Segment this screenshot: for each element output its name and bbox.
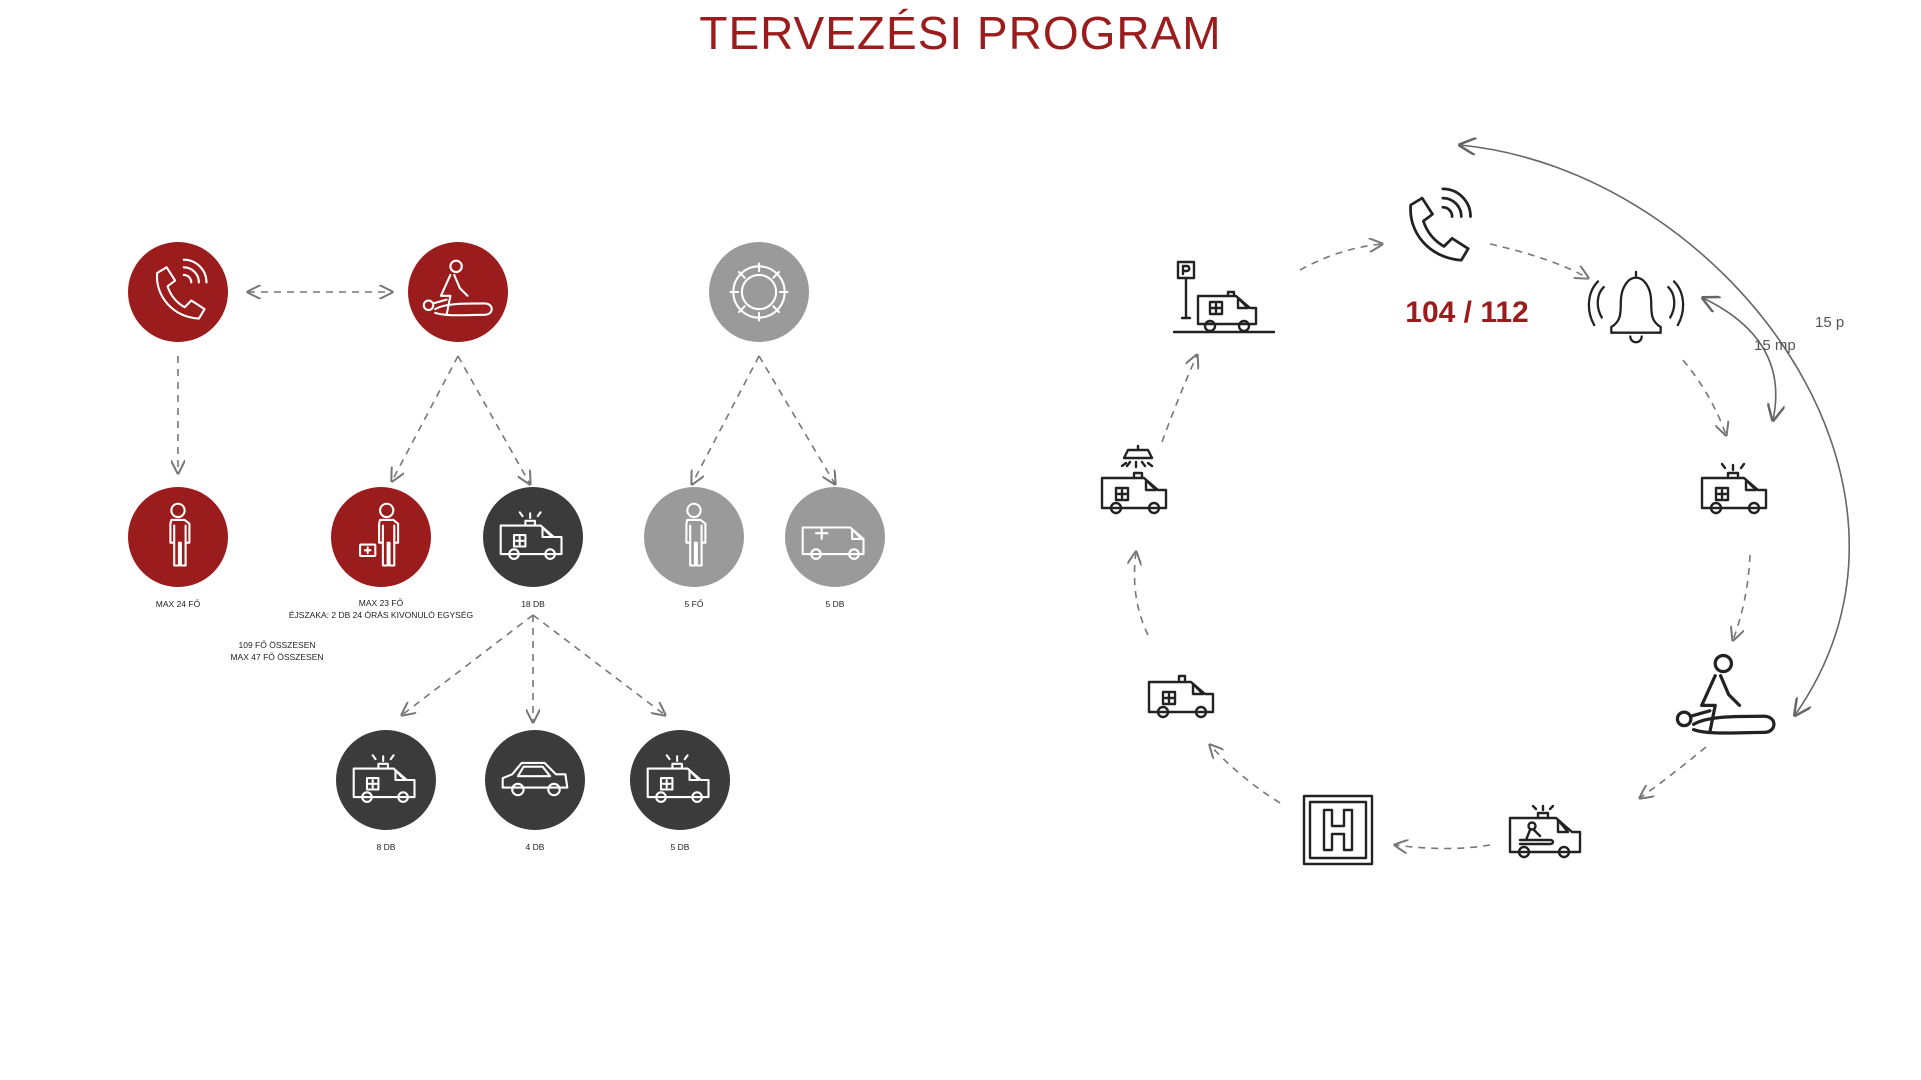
caption-cars: 4 DB — [526, 842, 545, 852]
cycle-hospital-ambulance — [1210, 745, 1281, 804]
left-connectors — [178, 292, 835, 722]
caption-ambulance-type-2: 5 DB — [671, 842, 690, 852]
node-circle — [331, 487, 431, 587]
node-circle — [644, 487, 744, 587]
caption-total-staff: 109 FŐ ÖSSZESEN — [239, 640, 316, 650]
page-title: TERVEZÉSI PROGRAM — [699, 7, 1222, 59]
node-circle — [128, 487, 228, 587]
caption-medic-staff: MAX 23 FŐ — [359, 598, 404, 608]
ambulance-parking-icon — [1172, 260, 1276, 334]
ambulance-siren-icon — [1700, 462, 1768, 515]
connector-gear-staff — [692, 355, 760, 484]
caption-ambulance-type-1: 8 DB — [377, 842, 396, 852]
connector-gear-vans — [758, 355, 835, 484]
cycle-parking-phone — [1299, 244, 1382, 271]
node-circle — [785, 487, 885, 587]
node-circle — [485, 730, 585, 830]
cpr-icon — [1675, 653, 1776, 735]
connector-cpr-medics — [392, 355, 459, 481]
caption-max-staff: MAX 47 FŐ ÖSSZESEN — [230, 652, 323, 662]
timing-label-long: 15 p — [1815, 314, 1844, 331]
node-circle — [709, 242, 809, 342]
node-dispatcher-staff — [128, 487, 228, 587]
caption-tech-staff: 5 FŐ — [685, 599, 704, 609]
node-phone — [128, 242, 228, 342]
ambulance-icon — [1147, 674, 1215, 719]
node-medic-staff — [331, 487, 431, 587]
node-tech-staff — [644, 487, 744, 587]
connector-amb-type2 — [532, 614, 665, 715]
node-cars — [485, 730, 585, 830]
cycle-cpr-treatment — [1640, 746, 1707, 798]
node-ambulance-type-2 — [630, 730, 730, 830]
cycle-bell-ambulance — [1682, 359, 1726, 435]
node-cpr — [408, 242, 508, 342]
ambulance-shower-icon — [1100, 444, 1168, 515]
connector-amb-type1 — [402, 614, 534, 715]
node-gear — [709, 242, 809, 342]
phone-icon — [1409, 187, 1472, 262]
timing-arc-long — [1460, 145, 1851, 715]
node-circle — [336, 730, 436, 830]
cycle-shower-parking — [1161, 355, 1197, 443]
node-circle — [408, 242, 508, 342]
cycle-ambulance-cpr — [1733, 554, 1751, 640]
alarm-bell-icon — [1587, 270, 1685, 344]
node-circle — [128, 242, 228, 342]
caption-dispatcher-staff: MAX 24 FŐ — [156, 599, 201, 609]
node-circle — [630, 730, 730, 830]
node-tech-vehicles — [785, 487, 885, 587]
timing-arc-short — [1703, 298, 1776, 420]
cycle-phone-bell — [1489, 243, 1588, 278]
caption-tech-vehicles: 5 DB — [826, 599, 845, 609]
connector-cpr-ambulances — [457, 355, 530, 484]
left-captions: MAX 24 FŐ MAX 23 FŐ ÉJSZAKA: 2 DB 24 ÓRÁ… — [156, 598, 845, 852]
cycle-ambulance-shower — [1135, 552, 1149, 636]
emergency-number: 104 / 112 — [1405, 296, 1528, 329]
cycle-icons — [1100, 187, 1776, 866]
left-nodes — [128, 242, 885, 830]
cycle-connectors — [1135, 244, 1751, 849]
timing-label-short: 15 mp — [1754, 337, 1796, 354]
node-circle — [483, 487, 583, 587]
hospital-icon — [1302, 794, 1374, 866]
caption-ambulances: 18 DB — [521, 599, 545, 609]
node-ambulance-type-1 — [336, 730, 436, 830]
node-ambulances — [483, 487, 583, 587]
cycle-treatment-hospital — [1395, 845, 1491, 849]
ambulance-treatment-icon — [1508, 804, 1582, 859]
caption-night-units: ÉJSZAKA: 2 DB 24 ÓRÁS KIVONULÓ EGYSÉG — [289, 610, 473, 620]
